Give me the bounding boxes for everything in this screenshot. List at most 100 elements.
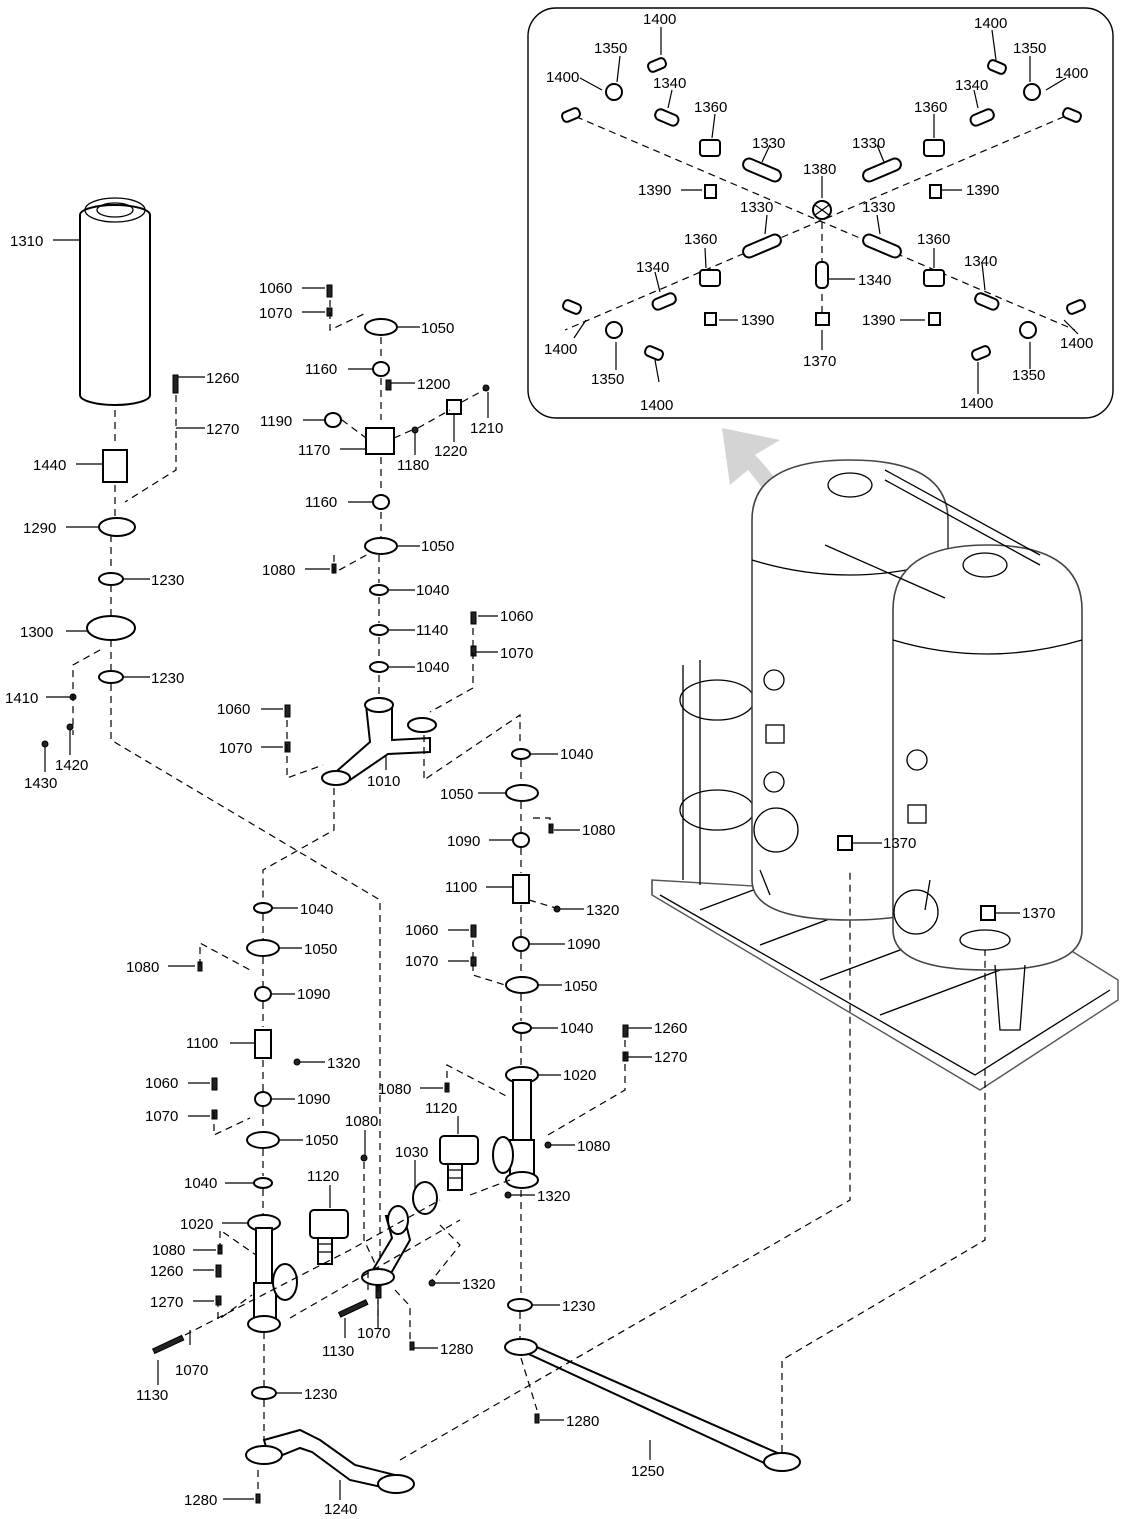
screw-1060-left	[284, 704, 291, 718]
label-1070-left: 1070	[219, 740, 252, 757]
label-1210: 1210	[470, 420, 503, 437]
tee-1360-c	[699, 269, 721, 287]
actuator-1120-right	[439, 1135, 479, 1191]
label-1340-left: 1340	[636, 259, 669, 276]
label-1370-front: 1370	[1022, 905, 1055, 922]
cap-1400-d	[1062, 107, 1082, 123]
label-1070-right: 1070	[500, 645, 533, 662]
label-1080-g: 1080	[152, 1242, 185, 1259]
tube-1330-b	[862, 157, 902, 183]
cap-1400-b	[647, 57, 667, 73]
label-1260-left: 1260	[150, 1263, 183, 1280]
nipple-1090-c	[512, 832, 530, 848]
label-1120-left: 1120	[307, 1168, 339, 1185]
flange-1050-e	[246, 939, 280, 957]
nipple-1160-bottom	[372, 494, 390, 510]
label-1160-top: 1160	[305, 361, 337, 378]
label-1400-bottom-left: 1400	[544, 341, 577, 358]
label-1040-f: 1040	[184, 1175, 217, 1192]
label-1070-bottom-left: 1070	[175, 1362, 208, 1379]
label-1300: 1300	[20, 624, 53, 641]
bolt-1130-mid	[337, 1299, 369, 1318]
label-1080-d: 1080	[378, 1081, 411, 1098]
elbow-1350-c	[605, 321, 623, 339]
label-1090-e: 1090	[297, 986, 330, 1003]
label-1230-a: 1230	[151, 572, 184, 589]
pin-1200	[385, 379, 392, 391]
cap-1400-a	[561, 107, 581, 123]
label-1220: 1220	[434, 443, 467, 460]
label-1050-c: 1050	[440, 786, 473, 803]
plug-1320-d	[504, 1191, 512, 1199]
label-1410: 1410	[5, 690, 38, 707]
label-1280-bottom-left: 1280	[184, 1492, 217, 1509]
gasket-1040-c	[511, 748, 531, 760]
label-1350-bottom-left: 1350	[591, 371, 624, 388]
gasket-1040-d	[512, 1022, 532, 1034]
label-1040-e: 1040	[300, 901, 333, 918]
left-center-column: 1040 1050 1080 1090 1100 1320 1060 1070 …	[126, 901, 511, 1440]
cap-1400-f	[644, 345, 664, 361]
pipe-1250	[504, 1338, 801, 1472]
gasket-1040-a	[369, 584, 389, 596]
label-1200: 1200	[417, 376, 450, 393]
flange-1290	[98, 517, 136, 537]
label-1390-bottom-left: 1390	[741, 312, 774, 329]
tube-1340-b	[969, 108, 995, 127]
label-1030: 1030	[395, 1144, 428, 1161]
label-1400-left: 1400	[546, 69, 579, 86]
label-1020-right: 1020	[563, 1067, 596, 1084]
label-1350-top-left: 1350	[594, 40, 627, 57]
tube-1330-c	[742, 233, 782, 259]
label-1320-f: 1320	[462, 1276, 495, 1293]
label-1060-c: 1060	[405, 922, 438, 939]
label-1440: 1440	[33, 457, 66, 474]
flange-1050-top	[364, 318, 398, 336]
label-1380: 1380	[803, 161, 836, 178]
gasket-1230-c	[507, 1298, 533, 1312]
plug-1390-a	[704, 184, 717, 199]
left-column: 1310 1260 1270 1440 1290 1230 1300 1230 …	[5, 197, 381, 1270]
cap-1370-rear	[837, 835, 853, 851]
cap-1400-h	[1066, 299, 1086, 315]
label-1400-top-left: 1400	[643, 11, 676, 28]
valve-1100-e	[254, 1029, 272, 1059]
label-1340-top-right: 1340	[955, 77, 988, 94]
label-1340-right: 1340	[964, 253, 997, 270]
flange-1050-c	[505, 784, 539, 802]
pipe-1240	[245, 1428, 415, 1494]
pipe-1020-right	[492, 1066, 539, 1189]
label-1060-right: 1060	[500, 608, 533, 625]
tube-1340-e	[815, 261, 829, 289]
screw-1060-right	[470, 611, 477, 625]
label-1050-f: 1050	[305, 1132, 338, 1149]
plug-1080-h	[360, 1154, 368, 1162]
tee-1360-b	[923, 139, 945, 157]
pipe-1010	[336, 704, 431, 782]
label-1050-d: 1050	[564, 978, 597, 995]
pin-1080-c	[548, 823, 554, 834]
plug-1390-c	[704, 312, 717, 326]
label-1230-c: 1230	[562, 1298, 595, 1315]
tube-1340-a	[654, 108, 680, 127]
label-1100-e: 1100	[186, 1035, 218, 1052]
pin-1280-mid	[409, 1341, 415, 1351]
label-1270-top: 1270	[206, 421, 239, 438]
nipple-1090-d	[512, 936, 530, 952]
label-1330-right: 1330	[862, 199, 895, 216]
label-1040-a: 1040	[416, 582, 449, 599]
upper-valve-stack: 1060 1070 1050 1160 1200 1190 1170 1180 …	[217, 280, 533, 898]
flange-1050-d	[505, 976, 539, 994]
plug-1210	[482, 384, 490, 392]
nipple-1090-e	[254, 986, 272, 1002]
label-1020-left: 1020	[180, 1216, 213, 1233]
label-1050-e: 1050	[304, 941, 337, 958]
label-1040-c: 1040	[560, 746, 593, 763]
flange-1050-f	[246, 1131, 280, 1149]
label-1070-e: 1070	[145, 1108, 178, 1125]
label-1350-bottom-right: 1350	[1012, 367, 1045, 384]
label-1340-top-left: 1340	[653, 75, 686, 92]
plug-1320-c	[553, 905, 561, 913]
cap-1190	[324, 412, 342, 428]
